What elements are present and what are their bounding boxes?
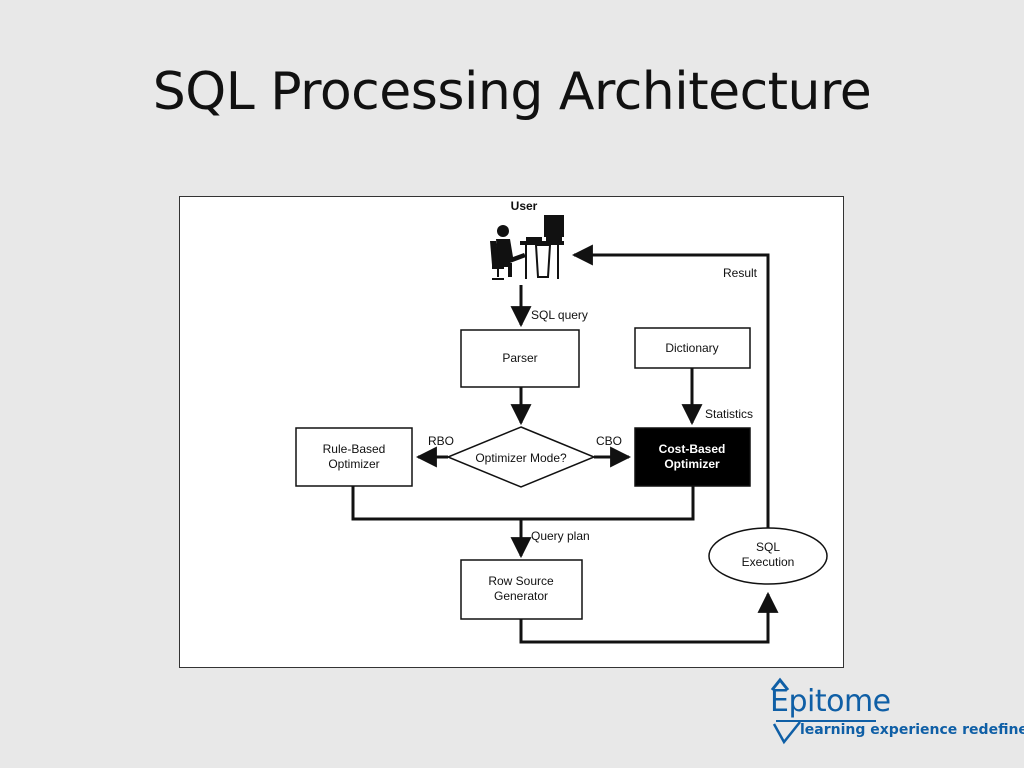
logo-check-icon [772,721,801,745]
row-source-to-execution-arrow [519,591,779,644]
result-arrow [571,244,770,528]
row-source-generator-box [460,559,583,620]
cost-based-label-line1: Cost-Based [659,442,726,456]
sql-query-label: SQL query [531,308,588,322]
logo-name: Epitome [770,684,891,719]
epitome-logo: Epitome learning experience redefined... [766,676,1024,746]
rule-based-label-line1: Rule-Based [323,442,386,456]
cbo-label: CBO [596,434,622,448]
logo-underline [776,720,876,722]
optimizer-merge-line [351,486,695,521]
optimizer-mode-label: Optimizer Mode? [475,451,567,465]
cost-based-optimizer-box [634,427,751,487]
rbo-label: RBO [428,434,454,448]
sql-execution-label-line1: SQL [756,540,780,554]
user-icon [490,215,564,280]
rule-based-optimizer-box [295,427,413,487]
slide-title: SQL Processing Architecture [152,62,872,122]
parser-label: Parser [502,351,537,365]
row-source-label-line1: Row Source [488,574,554,588]
user-label: User [511,199,538,213]
cost-based-label-line2: Optimizer [664,457,720,471]
diagram-frame: User SQL query Parser Dictionary Optimiz… [179,196,844,668]
sql-architecture-diagram: User SQL query Parser Dictionary Optimiz… [295,199,828,644]
sql-execution-label-line2: Execution [742,555,795,569]
statistics-label: Statistics [705,407,753,421]
rule-based-label-line2: Optimizer [328,457,379,471]
result-label: Result [723,266,758,280]
parser-box [460,329,580,388]
logo-arrow-icon [770,677,790,691]
dictionary-label: Dictionary [665,341,718,355]
row-source-label-line2: Generator [494,589,548,603]
logo-tagline: learning experience redefined... [800,722,1024,738]
query-plan-label: Query plan [531,529,590,543]
optimizer-mode-diamond [446,426,596,488]
